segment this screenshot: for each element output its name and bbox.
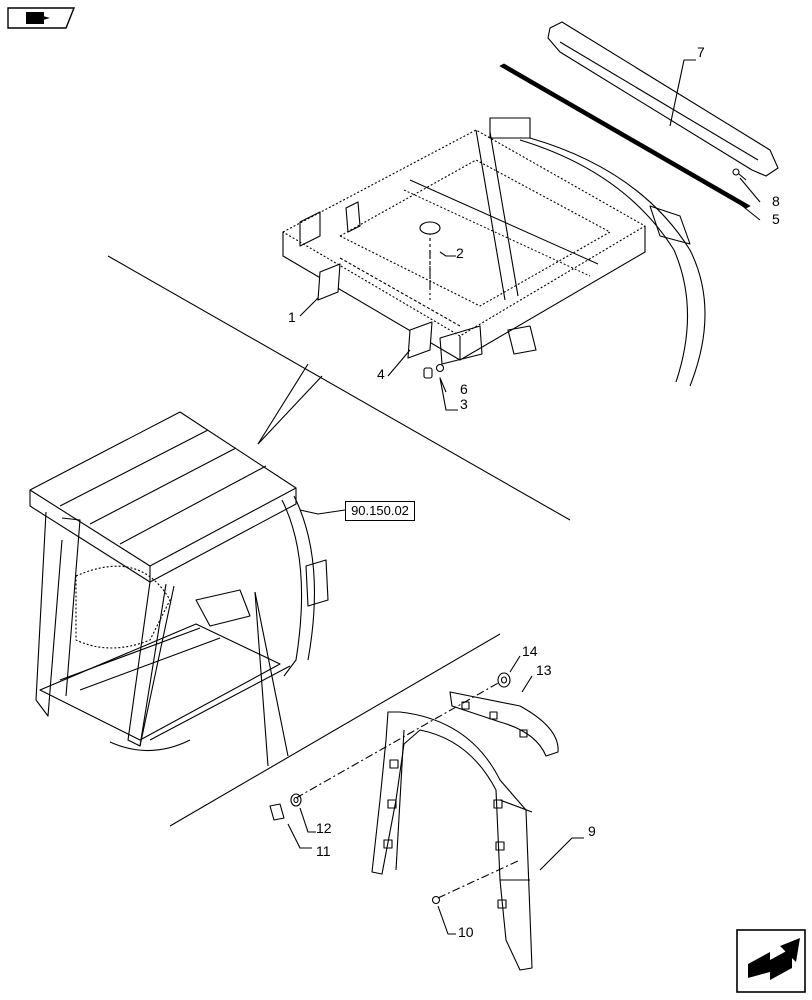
callout-11: 11 bbox=[316, 843, 331, 859]
callout-14: 14 bbox=[522, 643, 538, 659]
cab-assembly bbox=[29, 411, 329, 752]
callout-9: 9 bbox=[588, 823, 596, 839]
plug-part-2 bbox=[419, 221, 441, 235]
separator-line-1 bbox=[107, 255, 571, 521]
callout-1: 1 bbox=[288, 309, 296, 325]
callout-3: 3 bbox=[460, 396, 468, 412]
callout-12: 12 bbox=[316, 820, 332, 836]
separator-line-2 bbox=[169, 633, 501, 827]
decal-part-4 bbox=[407, 321, 433, 359]
callout-4: 4 bbox=[377, 366, 385, 382]
callout-13: 13 bbox=[536, 662, 552, 678]
roof-frame bbox=[282, 117, 706, 387]
nut-part-14 bbox=[497, 672, 511, 688]
screw-part-10 bbox=[431, 895, 441, 905]
previous-page-icon[interactable] bbox=[7, 7, 76, 29]
callout-6: 6 bbox=[460, 381, 468, 397]
callout-7: 7 bbox=[697, 44, 705, 60]
seal-part-5 bbox=[499, 63, 751, 209]
screw-part-8 bbox=[732, 168, 747, 181]
callout-8: 8 bbox=[772, 193, 780, 209]
screw-part-3 bbox=[423, 363, 445, 379]
callout-10: 10 bbox=[458, 924, 474, 940]
trim-strip-part-7 bbox=[547, 21, 779, 177]
reference-link-box[interactable]: 90.150.02 bbox=[345, 501, 415, 521]
callout-2: 2 bbox=[456, 245, 464, 261]
callout-5: 5 bbox=[772, 211, 780, 227]
fender-part-9 bbox=[371, 711, 533, 971]
next-page-icon[interactable] bbox=[736, 929, 806, 993]
decal-part-1 bbox=[317, 263, 341, 301]
